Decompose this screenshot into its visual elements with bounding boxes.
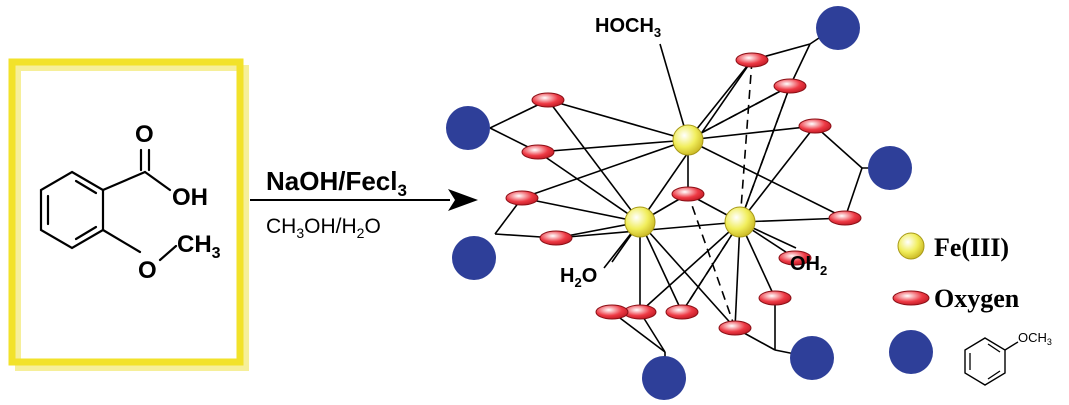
methyl-label: CH3 [177,231,221,262]
iron-atom-left [624,206,656,238]
iron-atom-top [672,124,704,156]
aryl-group-top-right [816,6,860,50]
anisole-structure-icon [964,337,1019,386]
iron-cluster: HOCH3 H2O OH2 [446,6,912,400]
aryl-groups [446,6,912,400]
legend-aryl-label: OCH3 [1018,330,1052,347]
aryl-group-left-upper [446,106,490,150]
aryl-group-bottom-right [790,336,834,380]
iron-atoms [624,124,756,238]
methanol-ligand-label: HOCH3 [595,15,661,40]
oxygen-atom [758,290,792,306]
oxygen-atom [798,118,832,134]
oxygen-atom [623,304,657,320]
reactant-molecule: O OH O CH3 [8,58,249,371]
legend-item-oxygen: Oxygen [892,284,1020,313]
aryl-group-right [868,146,912,190]
oxygen-atom [539,230,573,246]
oxygen-atom [773,78,807,94]
ether-oxygen-label: O [138,257,157,284]
carboxyl-group [101,148,172,192]
aryl-group-left-lower [452,236,496,280]
reaction-arrow-group: NaOH/Fecl3 CH3OH/H2O [250,166,478,241]
legend-item-aryl: OCH3 [889,330,1052,386]
oxygen-atom [505,190,539,206]
water-ligand-right-label: OH2 [790,253,827,278]
legend-oxygen-label: Oxygen [934,284,1020,313]
iron-atom-right [724,206,756,238]
reaction-arrow-head [448,189,478,211]
methoxy-group [101,228,178,262]
oxygen-atom [521,144,555,160]
oxygen-atom [665,304,699,320]
legend-iron-label: Fe(III) [934,233,1009,262]
oxygen-atoms [505,52,862,336]
oxygen-atom [671,186,705,202]
reactant-frame-shadow [15,65,249,371]
solvent-label: CH3OH/H2O [266,215,381,241]
carbonyl-oxygen-label: O [135,121,154,148]
legend: Fe(III) Oxygen OCH3 [889,232,1052,386]
reagent-label: NaOH/Fecl3 [266,166,407,200]
oxygen-atom [531,92,565,108]
oxygen-atom [718,320,752,336]
legend-aryl-swatch [889,330,933,374]
oxygen-atom [778,250,812,266]
legend-item-iron: Fe(III) [897,232,1009,262]
legend-oxygen-swatch [892,290,930,306]
oxygen-atom [828,210,862,226]
water-ligand-left-label: H2O [560,265,597,290]
oxygen-atom [595,304,629,320]
reactant-frame [8,58,244,366]
legend-iron-swatch [897,232,925,260]
benzene-ring [39,170,105,250]
oxygen-atom [735,52,769,68]
hydroxyl-label: OH [172,184,208,211]
aryl-group-bottom [642,356,686,400]
